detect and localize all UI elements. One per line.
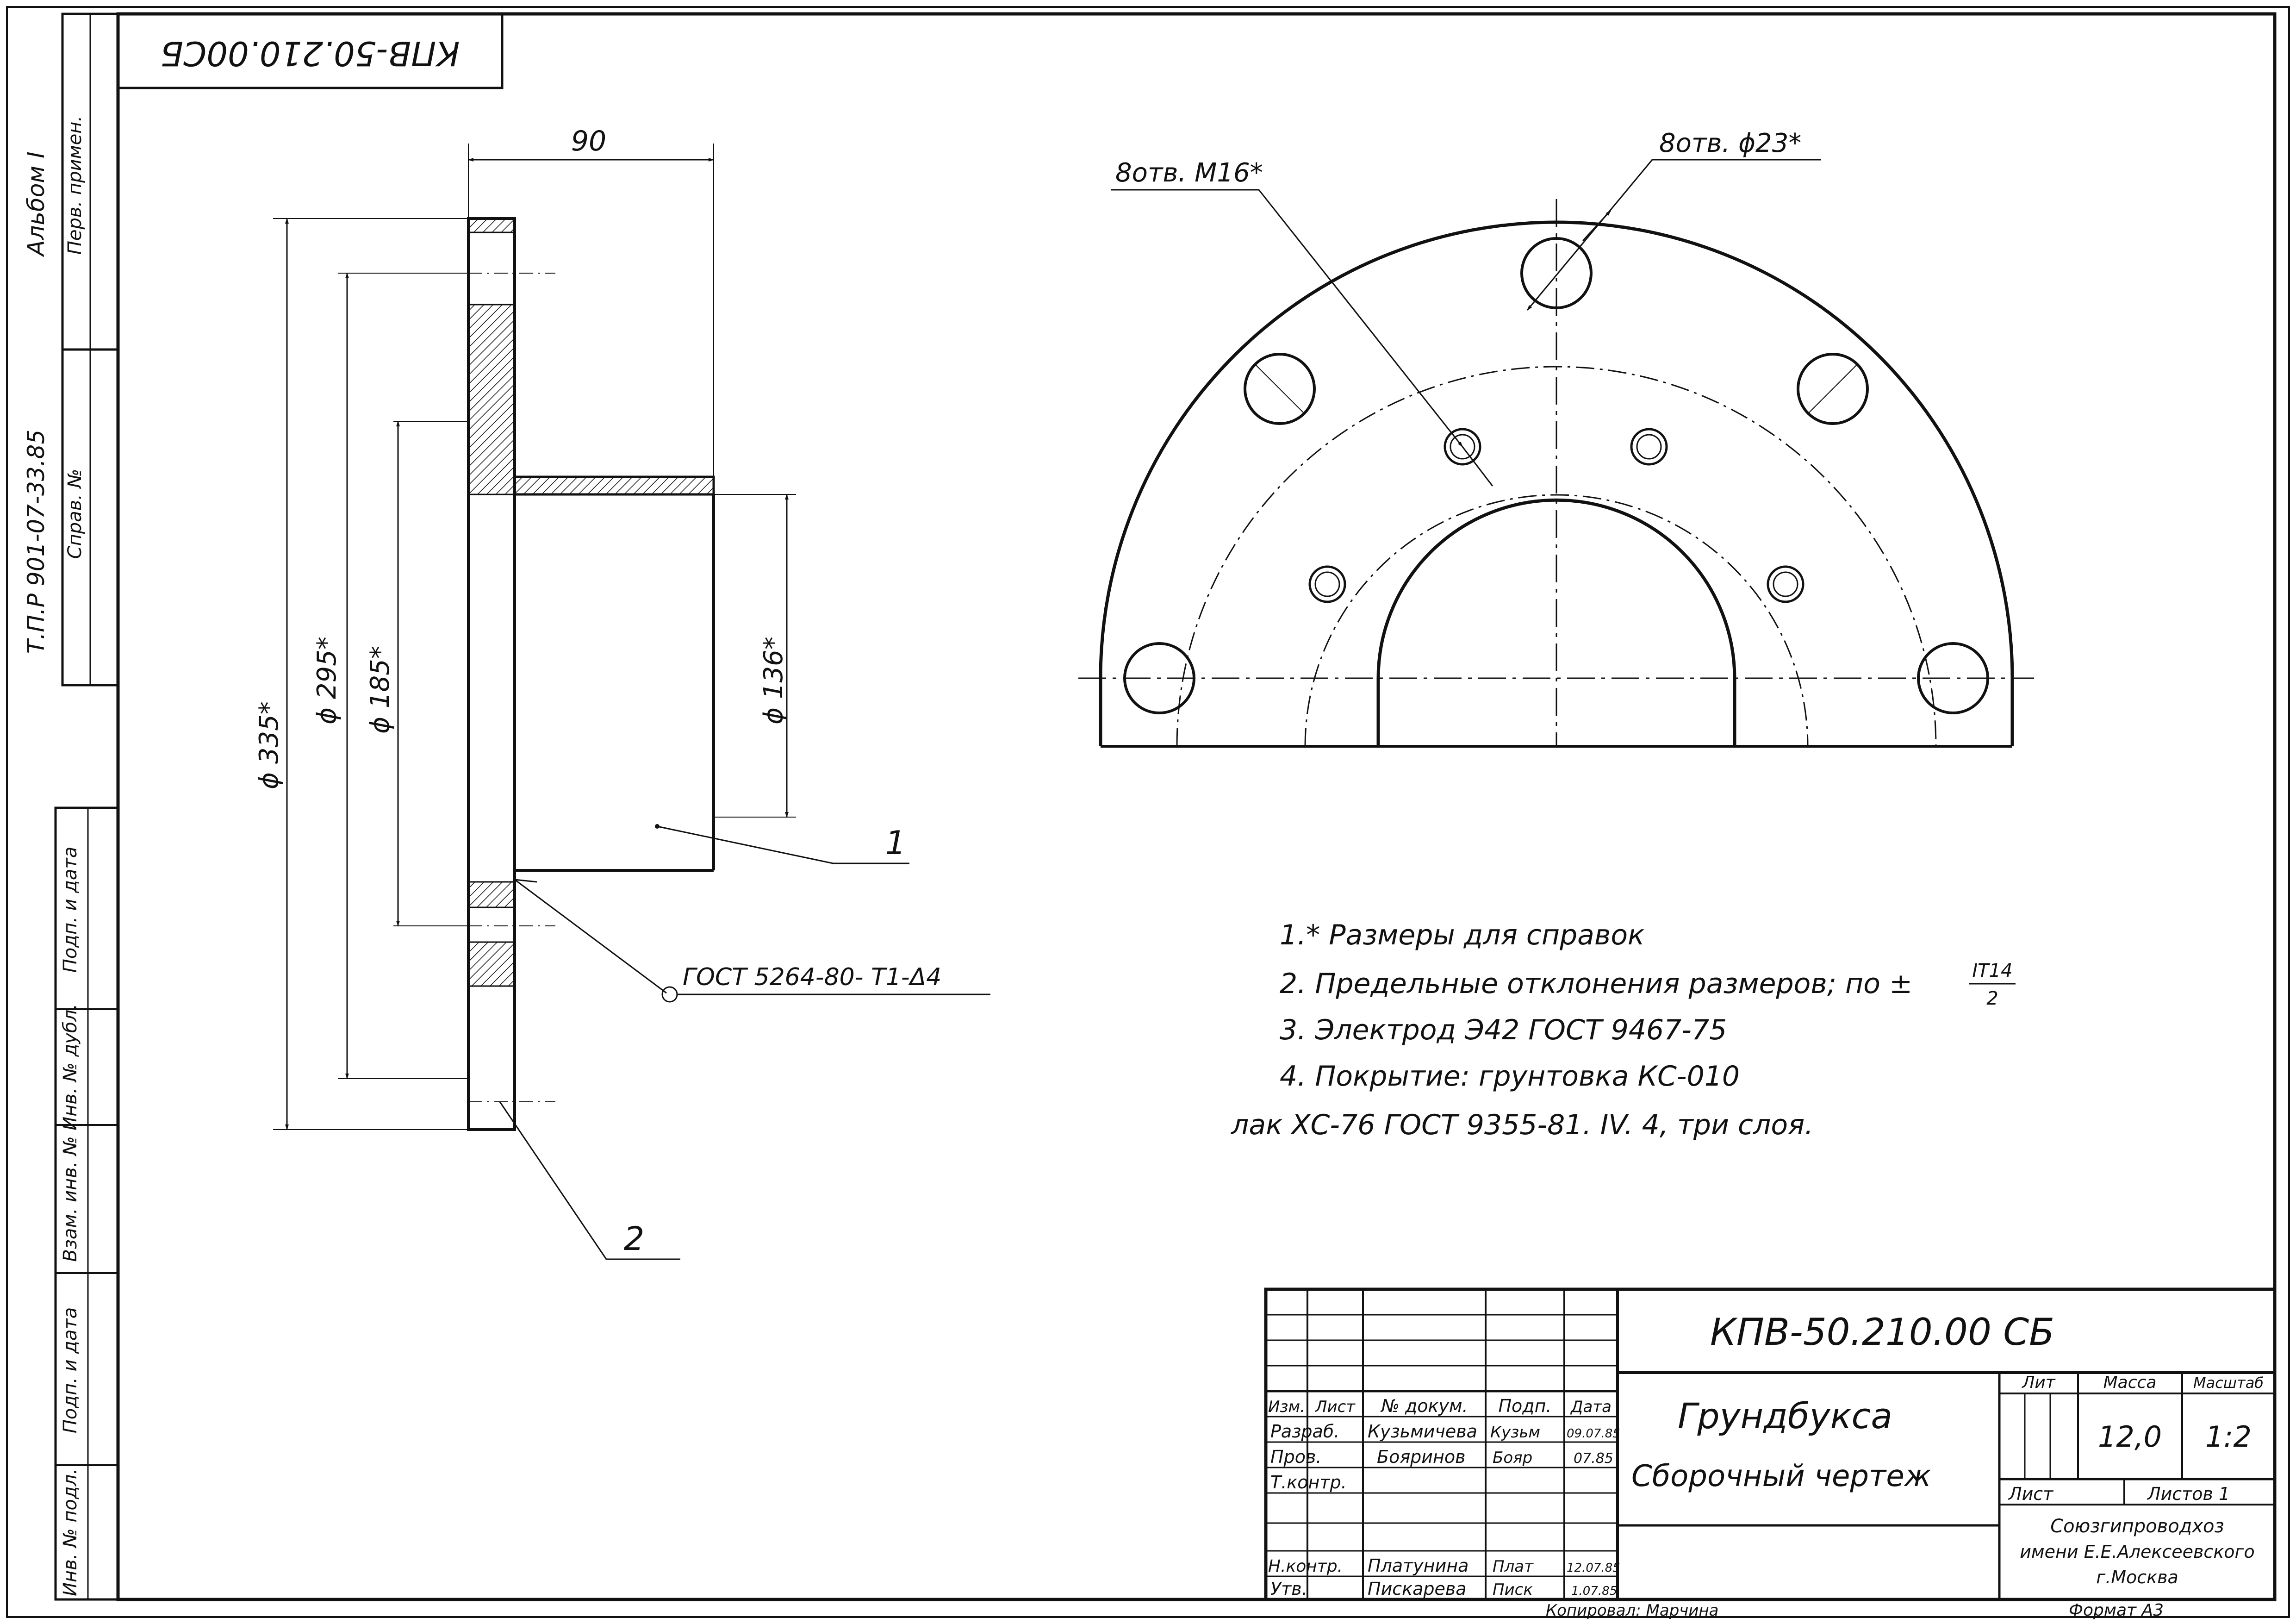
org-line-1: Союзгипроводхоз [2050,1516,2224,1537]
sign-date-label-1: Подп. и дата [60,847,81,973]
technical-notes: 1.* Размеры для справок 2. Предельные от… [1231,919,2016,1141]
row-name: Кузьмичева [1368,1421,1477,1442]
sheets-label: Листов 1 [2147,1484,2230,1504]
bolt-circle-inner [1304,494,1809,747]
note-4: 4. Покрытие: грунтовка КС-010 [1280,1060,1740,1093]
row-role: Пров. [1270,1447,1321,1467]
first-use-label: Перв. примен. [64,116,86,255]
section-view: 90 ϕ 335* ϕ 295* ϕ 185* ϕ 136* 1 2 [254,125,990,1260]
series-label: Т.П.Р 901-07-33.85 [23,430,50,654]
drawing-number-stamp: КПВ-50.210.00СБ [117,12,504,89]
product-name: Грундбукса [1678,1395,1892,1437]
row-sign: Плат [1493,1557,1534,1576]
dim-d335-text: ϕ 335* [254,701,284,789]
pipe-wall-top [513,475,715,496]
weld-leader [514,879,667,994]
row-name: Платунина [1368,1555,1468,1576]
leader-m16 [1258,189,1463,447]
weld-note-text: ГОСТ 5264-80- Т1-Δ4 [683,963,941,991]
pos-1-label: 1 [885,824,906,862]
holes-m16 [1308,428,1804,603]
title-block: Изм. Лист № докум. Подп. Дата Разраб. Ку… [1264,1287,2277,1601]
mass-value: 12,0 [2098,1420,2162,1454]
col-header-izm: Изм. [1268,1398,1305,1416]
tolerance-numerator: IT14 [1972,960,2012,981]
copied-by: Копировал: Марчина [1546,1601,1719,1620]
lit-label: Лит [2021,1373,2055,1392]
doc-type: Сборочный чертеж [1631,1459,1931,1493]
sheet-label: Лист [2008,1484,2054,1504]
album-label: Альбом I [23,151,50,257]
col-header-sign: Подп. [1498,1396,1551,1416]
dim-d136-text: ϕ 136* [759,637,789,725]
flange-hatch-main [467,304,516,495]
flange-hatch-top [467,218,516,233]
note-2: 2. Предельные отклонения размеров; по ± [1280,968,1912,1000]
row-role: Т.контр. [1270,1472,1347,1493]
mass-label: Масса [2103,1373,2157,1392]
hole-d23 [1917,642,1989,714]
flange-hatch-bottom [467,941,516,987]
format-label: Формат А3 [2069,1601,2164,1620]
row-role: Утв. [1270,1579,1307,1599]
leader-pos-1 [657,825,909,864]
col-header-doc: № докум. [1380,1396,1468,1416]
note-5: лак ХС-76 ГОСТ 9355-81. IV. 4, три слоя. [1231,1109,1813,1141]
dim-length-text: 90 [571,125,606,157]
replaced-inv-label: Взам. инв. № [60,1136,81,1262]
org-line-3: г.Москва [2096,1567,2178,1587]
tolerance-denominator: 2 [1986,988,1998,1009]
row-name: Пискарева [1368,1579,1467,1599]
note-3: 3. Электрод Э42 ГОСТ 9467-75 [1280,1014,1727,1046]
holes-d23 [1123,237,1989,714]
row-name: Бояринов [1377,1447,1465,1467]
leader-d23 [1526,159,1653,311]
row-sign: Бояр [1493,1449,1532,1467]
stamp-text: КПВ-50.210.00СБ [161,34,460,73]
hole-d23 [1520,237,1593,309]
hole-m16 [1767,565,1804,603]
holes-m16-text: 8отв. М16* [1115,158,1263,188]
hole-d23 [1797,353,1869,425]
flange-hatch-lower [467,881,516,908]
hole-m16 [1308,565,1346,603]
scale-value: 1:2 [2205,1420,2252,1454]
row-date: 1.07.85 [1571,1584,1617,1598]
hole-m16 [1630,428,1668,466]
row-date: 07.85 [1574,1450,1613,1467]
row-sign: Кузьм [1490,1423,1540,1442]
dim-d185-text: ϕ 185* [365,646,395,734]
plan-view: 8отв. М16* 8отв. ϕ23* [1078,128,2034,748]
weld-symbol [661,986,678,1003]
col-header-list: Лист [1314,1398,1356,1416]
inv-orig-label: Инв. № подл. [60,1468,81,1596]
hole-d23 [1244,353,1316,425]
row-role: Разраб. [1270,1421,1339,1442]
holes-d23-text: 8отв. ϕ23* [1659,128,1801,158]
note-1: 1.* Размеры для справок [1280,919,1644,951]
leader-pos-2 [499,1101,680,1260]
drawing-frame [116,12,2277,1601]
hole-m16 [1444,428,1481,466]
row-sign: Писк [1493,1580,1533,1599]
left-margin-strip: Альбом I Т.П.Р 901-07-33.85 Перв. примен… [23,12,119,1601]
hole-d23 [1123,642,1195,714]
pos-2-label: 2 [624,1220,645,1258]
dim-d295-text: ϕ 295* [312,637,342,725]
sign-date-label-2: Подп. и дата [60,1307,81,1433]
row-role: Н.контр. [1268,1557,1343,1576]
ref-no-label: Справ. № [64,469,86,559]
scale-label: Масштаб [2193,1374,2264,1392]
org-line-2: имени Е.Е.Алексеевского [2020,1542,2255,1562]
doc-number: КПВ-50.210.00 СБ [1710,1311,2054,1354]
row-date: 12.07.85 [1567,1561,1620,1575]
col-header-date: Дата [1570,1398,1612,1416]
row-date: 09.07.85 [1567,1427,1620,1441]
inv-dup-label: Инв. № дубл. [60,1004,81,1131]
outer-frame [6,6,2290,1618]
